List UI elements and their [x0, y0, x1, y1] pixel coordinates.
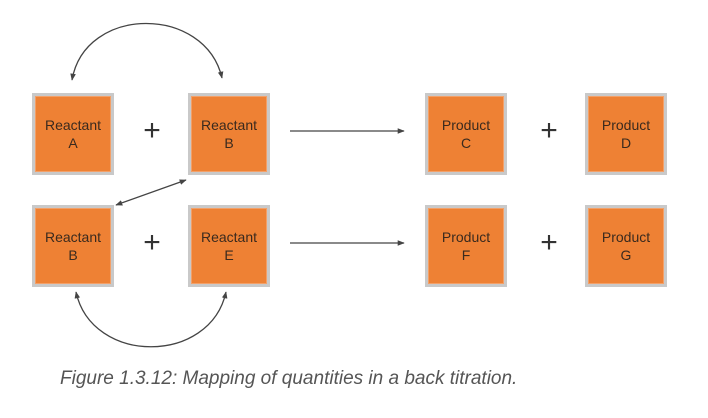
box-product-c: Product C — [425, 93, 507, 175]
bottom-curved-arrow — [74, 291, 228, 348]
box-label: Product — [441, 117, 491, 133]
box-letter: E — [224, 247, 234, 263]
box-reactant-b-row2: Reactant B — [32, 205, 114, 287]
box-label: Product — [601, 229, 651, 245]
box-label: Reactant — [200, 117, 258, 133]
box-letter: F — [461, 247, 471, 263]
box-letter: G — [620, 247, 632, 263]
box-reactant-a: Reactant A — [32, 93, 114, 175]
plus-sign-row2-left: + — [143, 226, 161, 259]
box-label: Reactant — [44, 117, 102, 133]
box-letter: B — [68, 247, 78, 263]
box-reactant-e: Reactant E — [188, 205, 270, 287]
top-curved-arrow — [70, 22, 224, 81]
box-letter: C — [460, 135, 472, 151]
box-letter: D — [620, 135, 632, 151]
box-product-f: Product F — [425, 205, 507, 287]
box-label: Product — [441, 229, 491, 245]
box-reactant-b: Reactant B — [188, 93, 270, 175]
box-label: Reactant — [44, 229, 102, 245]
plus-sign-row2-right: + — [540, 226, 558, 259]
box-product-g: Product G — [585, 205, 667, 287]
box-letter: B — [224, 135, 234, 151]
box-label: Reactant — [200, 229, 258, 245]
box-product-d: Product D — [585, 93, 667, 175]
plus-sign-row1-right: + — [540, 114, 558, 147]
box-label: Product — [601, 117, 651, 133]
plus-sign-row1-left: + — [143, 114, 161, 147]
diagonal-double-arrow — [115, 179, 187, 206]
box-letter: A — [68, 135, 78, 151]
figure-caption: Figure 1.3.12: Mapping of quantities in … — [60, 368, 518, 389]
